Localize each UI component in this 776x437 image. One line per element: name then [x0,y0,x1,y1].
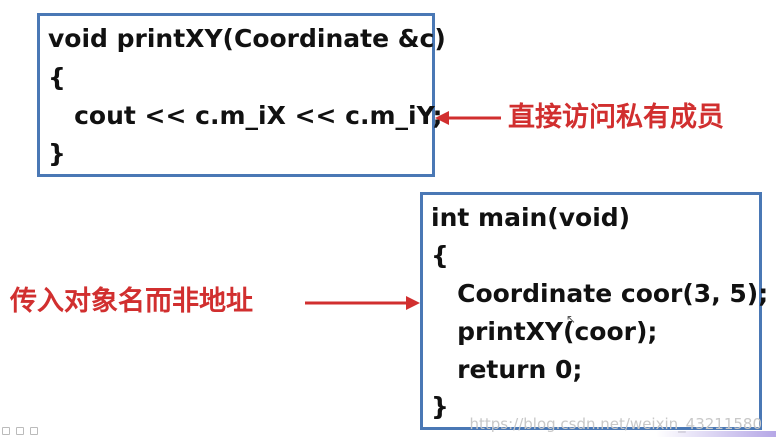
code-line: void printXY(Coordinate &c) [48,24,446,53]
watermark-url: https://blog.csdn.net/weixin_43211580 [469,415,762,433]
code-line: int main(void) [431,203,631,232]
code-line: { [431,241,449,270]
control-icon[interactable] [30,427,38,435]
code-line: Coordinate coor(3, 5); [431,279,769,308]
code-line: cout << c.m_iX << c.m_iY; [48,101,443,130]
code-line: { [48,63,66,92]
player-controls [2,427,38,435]
pass-object-callout: 传入对象名而非地址 [10,286,253,317]
mouse-cursor-icon: ↖ [566,312,577,326]
control-icon[interactable] [2,427,10,435]
code-line: return 0; [431,355,583,384]
code-line: } [48,139,66,168]
code-line: printXY(coor); [431,317,658,346]
printxy-function-code-box: void printXY(Coordinate &c) { cout << c.… [37,13,446,177]
main-function-code-box: int main(void) { Coordinate coor(3, 5); … [420,192,768,430]
direct-access-callout: 直接访问私有成员 [508,102,724,133]
left-arrow-icon [435,111,501,125]
decorative-strip [656,431,776,437]
control-icon[interactable] [16,427,24,435]
right-arrow-icon [305,296,420,310]
code-line: } [431,392,449,421]
